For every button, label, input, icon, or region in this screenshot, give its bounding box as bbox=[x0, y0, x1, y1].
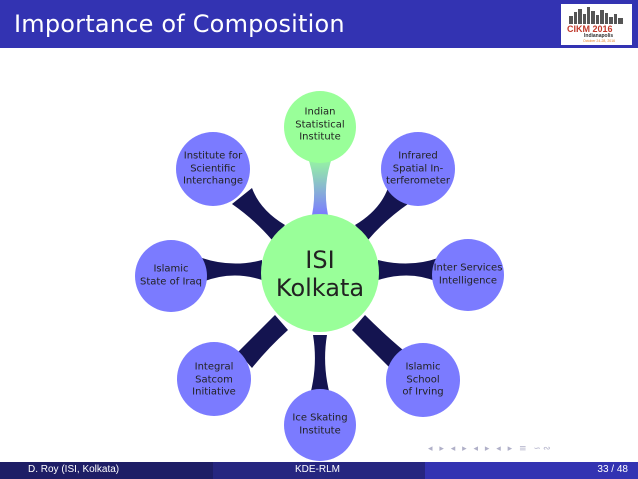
footer-title-panel: KDE-RLM bbox=[213, 462, 425, 479]
node-top-right-line: Infrared bbox=[398, 150, 438, 162]
center-node-label: ISI Kolkata bbox=[276, 246, 364, 302]
node-bottom-right-line: of Irving bbox=[402, 386, 444, 398]
node-bottom-left-line: Integral bbox=[194, 361, 234, 373]
node-top-left-line: Scientific bbox=[190, 162, 236, 174]
footer-short-title: KDE-RLM bbox=[295, 464, 341, 475]
footer-page-number: 33 / 48 bbox=[597, 464, 628, 475]
mindmap-diagram bbox=[135, 91, 504, 461]
node-bottom-right-label: Islamic School of Irving bbox=[402, 361, 443, 399]
node-top-circle bbox=[284, 91, 356, 163]
node-left-circle bbox=[135, 240, 207, 312]
node-top-line: Institute bbox=[299, 131, 341, 143]
connector-bottom-right bbox=[352, 315, 403, 368]
slide-footer: D. Roy (ISI, Kolkata) KDE-RLM 33 / 48 bbox=[0, 462, 638, 479]
node-top-left-circle bbox=[176, 132, 250, 206]
connector-bottom-left bbox=[238, 315, 288, 368]
node-bottom-left-line: Satcom bbox=[195, 373, 233, 385]
node-right-circle bbox=[432, 239, 504, 311]
footer-author-panel: D. Roy (ISI, Kolkata) bbox=[0, 462, 213, 479]
node-right-line: Inter Services bbox=[433, 262, 503, 274]
slide-title: Importance of Composition bbox=[14, 10, 345, 38]
node-bottom-right-line: School bbox=[406, 373, 440, 385]
node-center-circle bbox=[261, 214, 379, 332]
node-bottom-right-line: Islamic bbox=[405, 361, 441, 373]
connector-top bbox=[307, 155, 333, 215]
node-left-label: Islamic State of Iraq bbox=[140, 264, 202, 289]
node-top-line: Statistical bbox=[295, 118, 345, 130]
logo-date: October 24-28, 2016 bbox=[583, 39, 616, 43]
node-top-right-circle bbox=[381, 132, 455, 206]
center-node-line2: Kolkata bbox=[275, 274, 365, 302]
node-bottom-circle bbox=[284, 389, 356, 461]
node-left-line: Islamic bbox=[153, 263, 189, 275]
node-top-line: Indian bbox=[304, 106, 336, 118]
node-bottom-line: Ice Skating bbox=[292, 412, 348, 424]
node-right-label: Inter Services Intelligence bbox=[434, 263, 503, 288]
node-top-right-label: Infrared Spatial In- terferometer bbox=[386, 150, 450, 188]
cikm-logo: CIKM 2016 Indianapolis October 24-28, 20… bbox=[561, 4, 632, 45]
slide-header: Importance of Composition CIKM 2016 Indi… bbox=[0, 0, 638, 48]
connector-left bbox=[202, 258, 262, 282]
node-bottom-right-circle bbox=[386, 343, 460, 417]
node-bottom-label: Ice Skating Institute bbox=[292, 413, 347, 438]
beamer-navigation[interactable]: ◂ ▸ ◂ ▸ ◂ ▸ ◂ ▸ ≡ ∽∾ bbox=[428, 444, 553, 454]
skyline-icon bbox=[569, 7, 623, 24]
logo-title: CIKM 2016 bbox=[567, 24, 613, 34]
connectors bbox=[202, 155, 438, 395]
node-top-left-line: Institute for bbox=[183, 150, 243, 162]
connector-top-right bbox=[355, 188, 408, 240]
node-bottom-line: Institute bbox=[299, 425, 341, 436]
connector-top-left bbox=[232, 188, 285, 240]
node-bottom-left-label: Integral Satcom Initiative bbox=[192, 361, 236, 399]
node-top-left-label: Institute for Scientific Interchange bbox=[183, 150, 243, 188]
node-top-right-line: Spatial In- bbox=[392, 162, 444, 174]
center-node-line1: ISI bbox=[305, 246, 335, 274]
connector-right bbox=[378, 258, 438, 282]
logo-city: Indianapolis bbox=[584, 33, 614, 39]
nodes bbox=[135, 91, 504, 461]
footer-author: D. Roy (ISI, Kolkata) bbox=[28, 464, 120, 475]
node-top-left-line: Interchange bbox=[182, 175, 244, 187]
node-top-label: Indian Statistical Institute bbox=[295, 106, 344, 144]
node-left-line: State of Iraq bbox=[139, 276, 203, 287]
node-top-right-line: terferometer bbox=[386, 175, 450, 187]
connector-bottom bbox=[310, 335, 330, 395]
node-bottom-left-line: Initiative bbox=[192, 386, 236, 398]
footer-page-panel: 33 / 48 bbox=[425, 462, 638, 479]
node-bottom-left-circle bbox=[177, 342, 251, 416]
node-right-line: Intelligence bbox=[438, 275, 498, 286]
